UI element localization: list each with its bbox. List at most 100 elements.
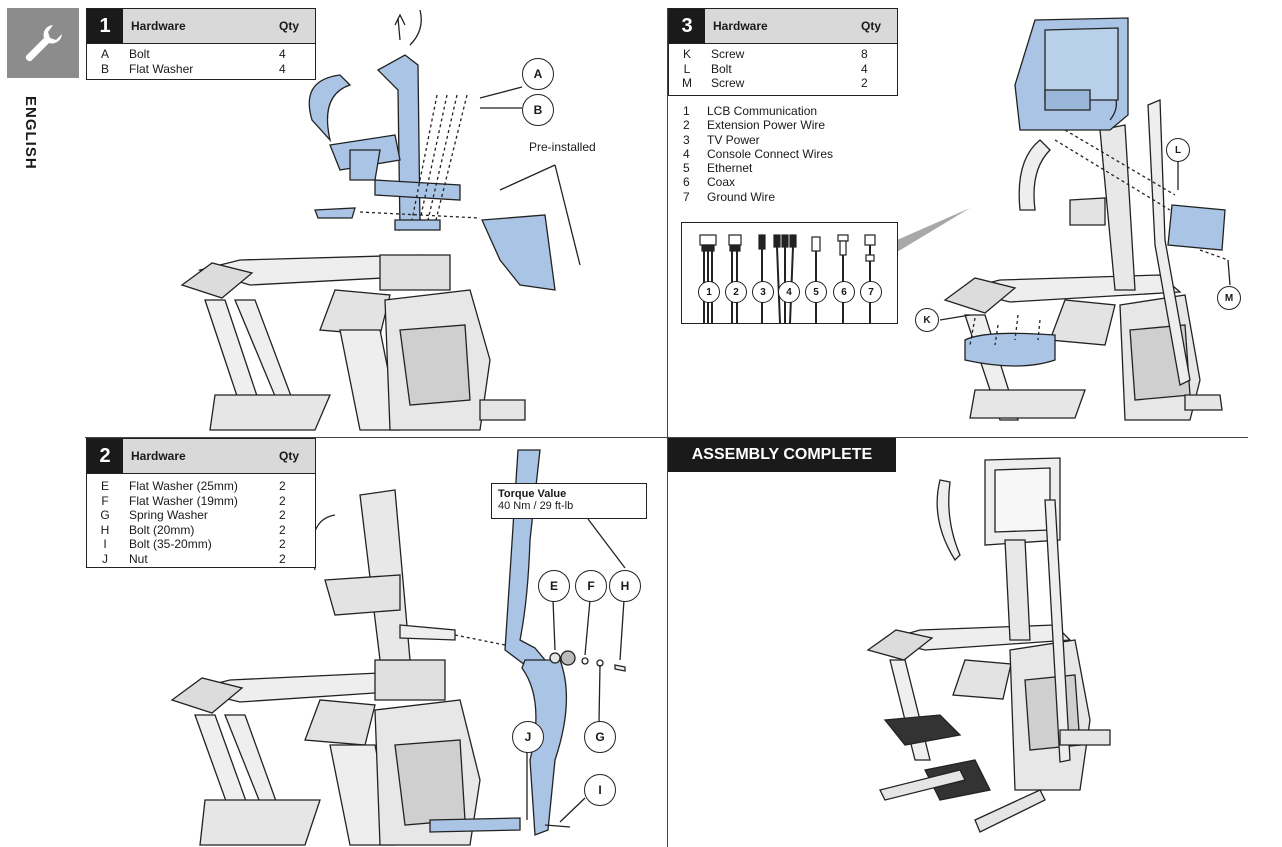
callout-l: L <box>1166 138 1190 162</box>
table-row: J Nut 2 <box>87 552 315 567</box>
part-name: Bolt <box>129 47 150 61</box>
part-id: L <box>683 61 691 76</box>
part-name: Bolt (20mm) <box>129 522 195 537</box>
wire-name: Console Connect Wires <box>707 146 834 161</box>
step1-hardware-table: 1 Hardware Qty A Bolt 4 B Flat Washer 4 <box>86 8 316 80</box>
step3-header-label: Hardware <box>713 19 768 33</box>
list-item: 6 Coax <box>683 175 833 189</box>
part-name: Spring Washer <box>129 508 208 522</box>
wire-name: Ethernet <box>707 161 753 176</box>
step1-qty-label: Qty <box>279 19 300 33</box>
part-qty: 2 <box>861 76 868 90</box>
connector-icons <box>699 234 876 323</box>
step1-header-label: Hardware <box>131 19 186 33</box>
callout-j: J <box>512 721 544 753</box>
step1-number: 1 <box>87 9 123 43</box>
torque-title: Torque Value <box>498 488 567 500</box>
step2-number: 2 <box>87 439 123 473</box>
wire-marker: 5 <box>805 281 827 303</box>
wire-number: 1 <box>683 104 690 118</box>
callout-e: E <box>538 570 570 602</box>
part-qty: 2 <box>279 551 286 566</box>
table-row: E Flat Washer (25mm) 2 <box>87 479 315 494</box>
callout-m: M <box>1217 286 1241 310</box>
part-name: Nut <box>129 551 148 566</box>
wire-name: Coax <box>707 175 736 190</box>
step1-table-header: 1 Hardware Qty <box>87 9 315 44</box>
callout-f: F <box>575 570 607 602</box>
wrench-icon <box>25 25 62 62</box>
step3-table-header: 3 Hardware Qty <box>669 9 897 44</box>
wire-number: 7 <box>683 189 690 204</box>
part-id: I <box>103 537 107 551</box>
list-item: 2 Extension Power Wire <box>683 118 833 132</box>
part-qty: 4 <box>279 61 286 76</box>
pre-installed-note: Pre-installed <box>529 140 596 154</box>
table-row: H Bolt (20mm) 2 <box>87 523 315 538</box>
wire-connector-diagram: 1 2 3 4 5 6 7 <box>681 222 898 324</box>
list-item: 1 LCB Communication <box>683 104 833 118</box>
step3-qty-label: Qty <box>861 19 882 33</box>
part-name: Screw <box>711 47 745 61</box>
wire-marker: 1 <box>698 281 720 303</box>
wrench-icon-box <box>7 8 79 78</box>
part-id: A <box>100 47 109 61</box>
language-label: ENGLISH <box>22 96 39 170</box>
part-id: G <box>100 508 110 522</box>
callout-k: K <box>915 308 939 332</box>
part-name: Flat Washer <box>129 61 194 76</box>
list-item: 5 Ethernet <box>683 161 833 175</box>
list-item: 4 Console Connect Wires <box>683 147 833 161</box>
wire-marker: 3 <box>752 281 774 303</box>
part-qty: 4 <box>279 47 286 61</box>
wire-legend: 1 LCB Communication 2 Extension Power Wire… <box>683 104 833 204</box>
table-row: F Flat Washer (19mm) 2 <box>87 494 315 509</box>
part-id: K <box>682 47 691 61</box>
part-id: E <box>100 479 109 493</box>
wire-number: 6 <box>683 175 690 190</box>
callout-g: G <box>584 721 616 753</box>
torque-value: 40 Nm / 29 ft-lb <box>498 500 574 512</box>
part-qty: 2 <box>279 522 286 537</box>
list-item: 7 Ground Wire <box>683 190 833 204</box>
wire-number: 2 <box>683 118 690 133</box>
wire-marker: 4 <box>778 281 800 303</box>
part-qty: 2 <box>279 508 286 522</box>
part-qty: 2 <box>279 493 286 508</box>
wire-number: 4 <box>683 146 690 161</box>
wire-name: Extension Power Wire <box>707 118 826 133</box>
part-name: Screw <box>711 76 745 90</box>
part-name: Flat Washer (19mm) <box>129 493 238 508</box>
part-name: Flat Washer (25mm) <box>129 479 238 493</box>
step2-qty-label: Qty <box>279 449 300 463</box>
wire-marker: 7 <box>860 281 882 303</box>
horizontal-divider <box>85 437 1248 438</box>
step3-number: 3 <box>669 9 705 43</box>
table-row: K Screw 8 <box>669 47 897 62</box>
vertical-divider <box>667 8 668 847</box>
step3-hardware-table: 3 Hardware Qty K Screw 8 L Bolt 4 M Scre… <box>668 8 898 96</box>
table-row: B Flat Washer 4 <box>87 62 315 77</box>
wire-marker: 2 <box>725 281 747 303</box>
part-qty: 2 <box>279 479 286 493</box>
part-qty: 8 <box>861 47 868 61</box>
wire-number: 5 <box>683 161 690 176</box>
step2-hardware-table: 2 Hardware Qty E Flat Washer (25mm) 2 F … <box>86 438 316 568</box>
wire-name: Ground Wire <box>707 189 776 204</box>
wire-name: TV Power <box>707 132 760 147</box>
step2-table-header: 2 Hardware Qty <box>87 439 315 474</box>
part-name: Bolt (35-20mm) <box>129 537 212 551</box>
part-id: B <box>100 61 109 76</box>
table-row: M Screw 2 <box>669 76 897 91</box>
wire-name: LCB Communication <box>707 104 818 118</box>
part-id: H <box>100 522 110 537</box>
part-name: Bolt <box>711 61 732 76</box>
callout-b: B <box>522 94 554 126</box>
table-row: G Spring Washer 2 <box>87 508 315 523</box>
torque-value-box: Torque Value 40 Nm / 29 ft-lb <box>491 483 647 519</box>
table-row: L Bolt 4 <box>669 62 897 77</box>
assembly-complete-banner: ASSEMBLY COMPLETE <box>668 438 896 472</box>
part-qty: 2 <box>279 537 286 551</box>
